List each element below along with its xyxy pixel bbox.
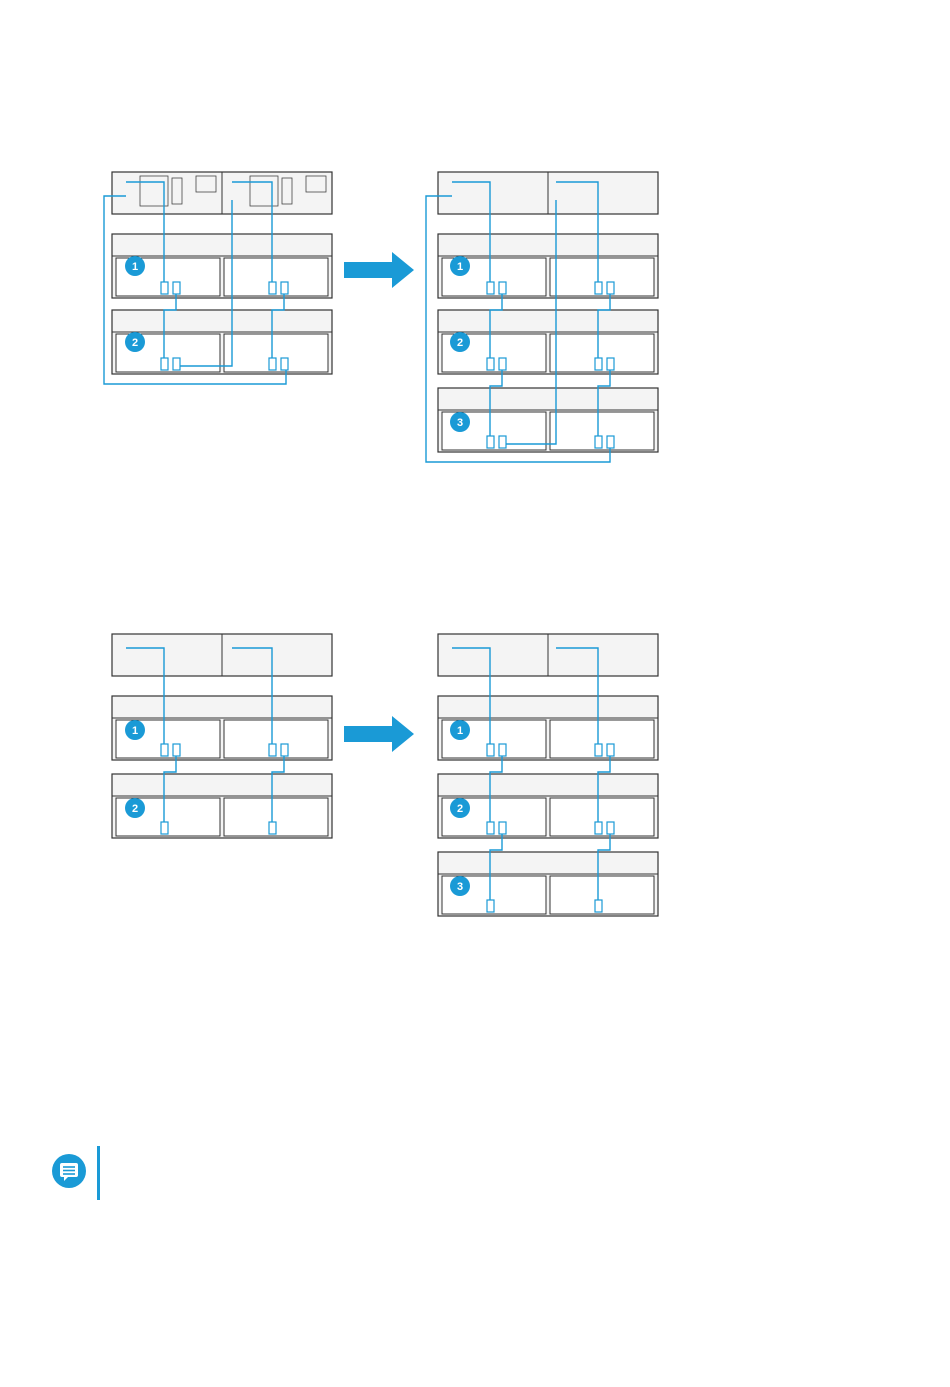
svg-text:1: 1	[457, 725, 463, 737]
svg-text:3: 3	[457, 881, 463, 893]
svg-text:3: 3	[457, 417, 463, 429]
arrow-icon	[344, 252, 414, 288]
badge-2-left-bottom: 2	[125, 798, 145, 818]
left-stack-bottom	[112, 634, 332, 838]
right-stack-top	[438, 172, 658, 452]
note-icon	[50, 1152, 88, 1190]
right-stack-bottom	[438, 634, 658, 916]
svg-text:2: 2	[457, 803, 463, 815]
badge-1-right-bottom: 1	[450, 720, 470, 740]
badge-3-right-bottom: 3	[450, 876, 470, 896]
left-stack-top	[112, 172, 332, 374]
svg-text:2: 2	[132, 337, 138, 349]
svg-text:2: 2	[457, 337, 463, 349]
svg-text:2: 2	[132, 803, 138, 815]
svg-text:1: 1	[132, 261, 138, 273]
badge-2-right-bottom: 2	[450, 798, 470, 818]
note-divider	[97, 1146, 100, 1200]
badge-3-right-top: 3	[450, 412, 470, 432]
badge-2-left-top: 2	[125, 332, 145, 352]
badge-1-left-bottom: 1	[125, 720, 145, 740]
cabling-diagram-bottom: 1 2 1 2 3	[0, 624, 950, 924]
badge-1-left-top: 1	[125, 256, 145, 276]
cabling-diagram-top: 1 2 1	[0, 160, 950, 480]
arrow-icon	[344, 716, 414, 752]
svg-text:1: 1	[132, 725, 138, 737]
badge-1-right-top: 1	[450, 256, 470, 276]
note-block	[50, 1146, 910, 1200]
badge-2-right-top: 2	[450, 332, 470, 352]
svg-text:1: 1	[457, 261, 463, 273]
